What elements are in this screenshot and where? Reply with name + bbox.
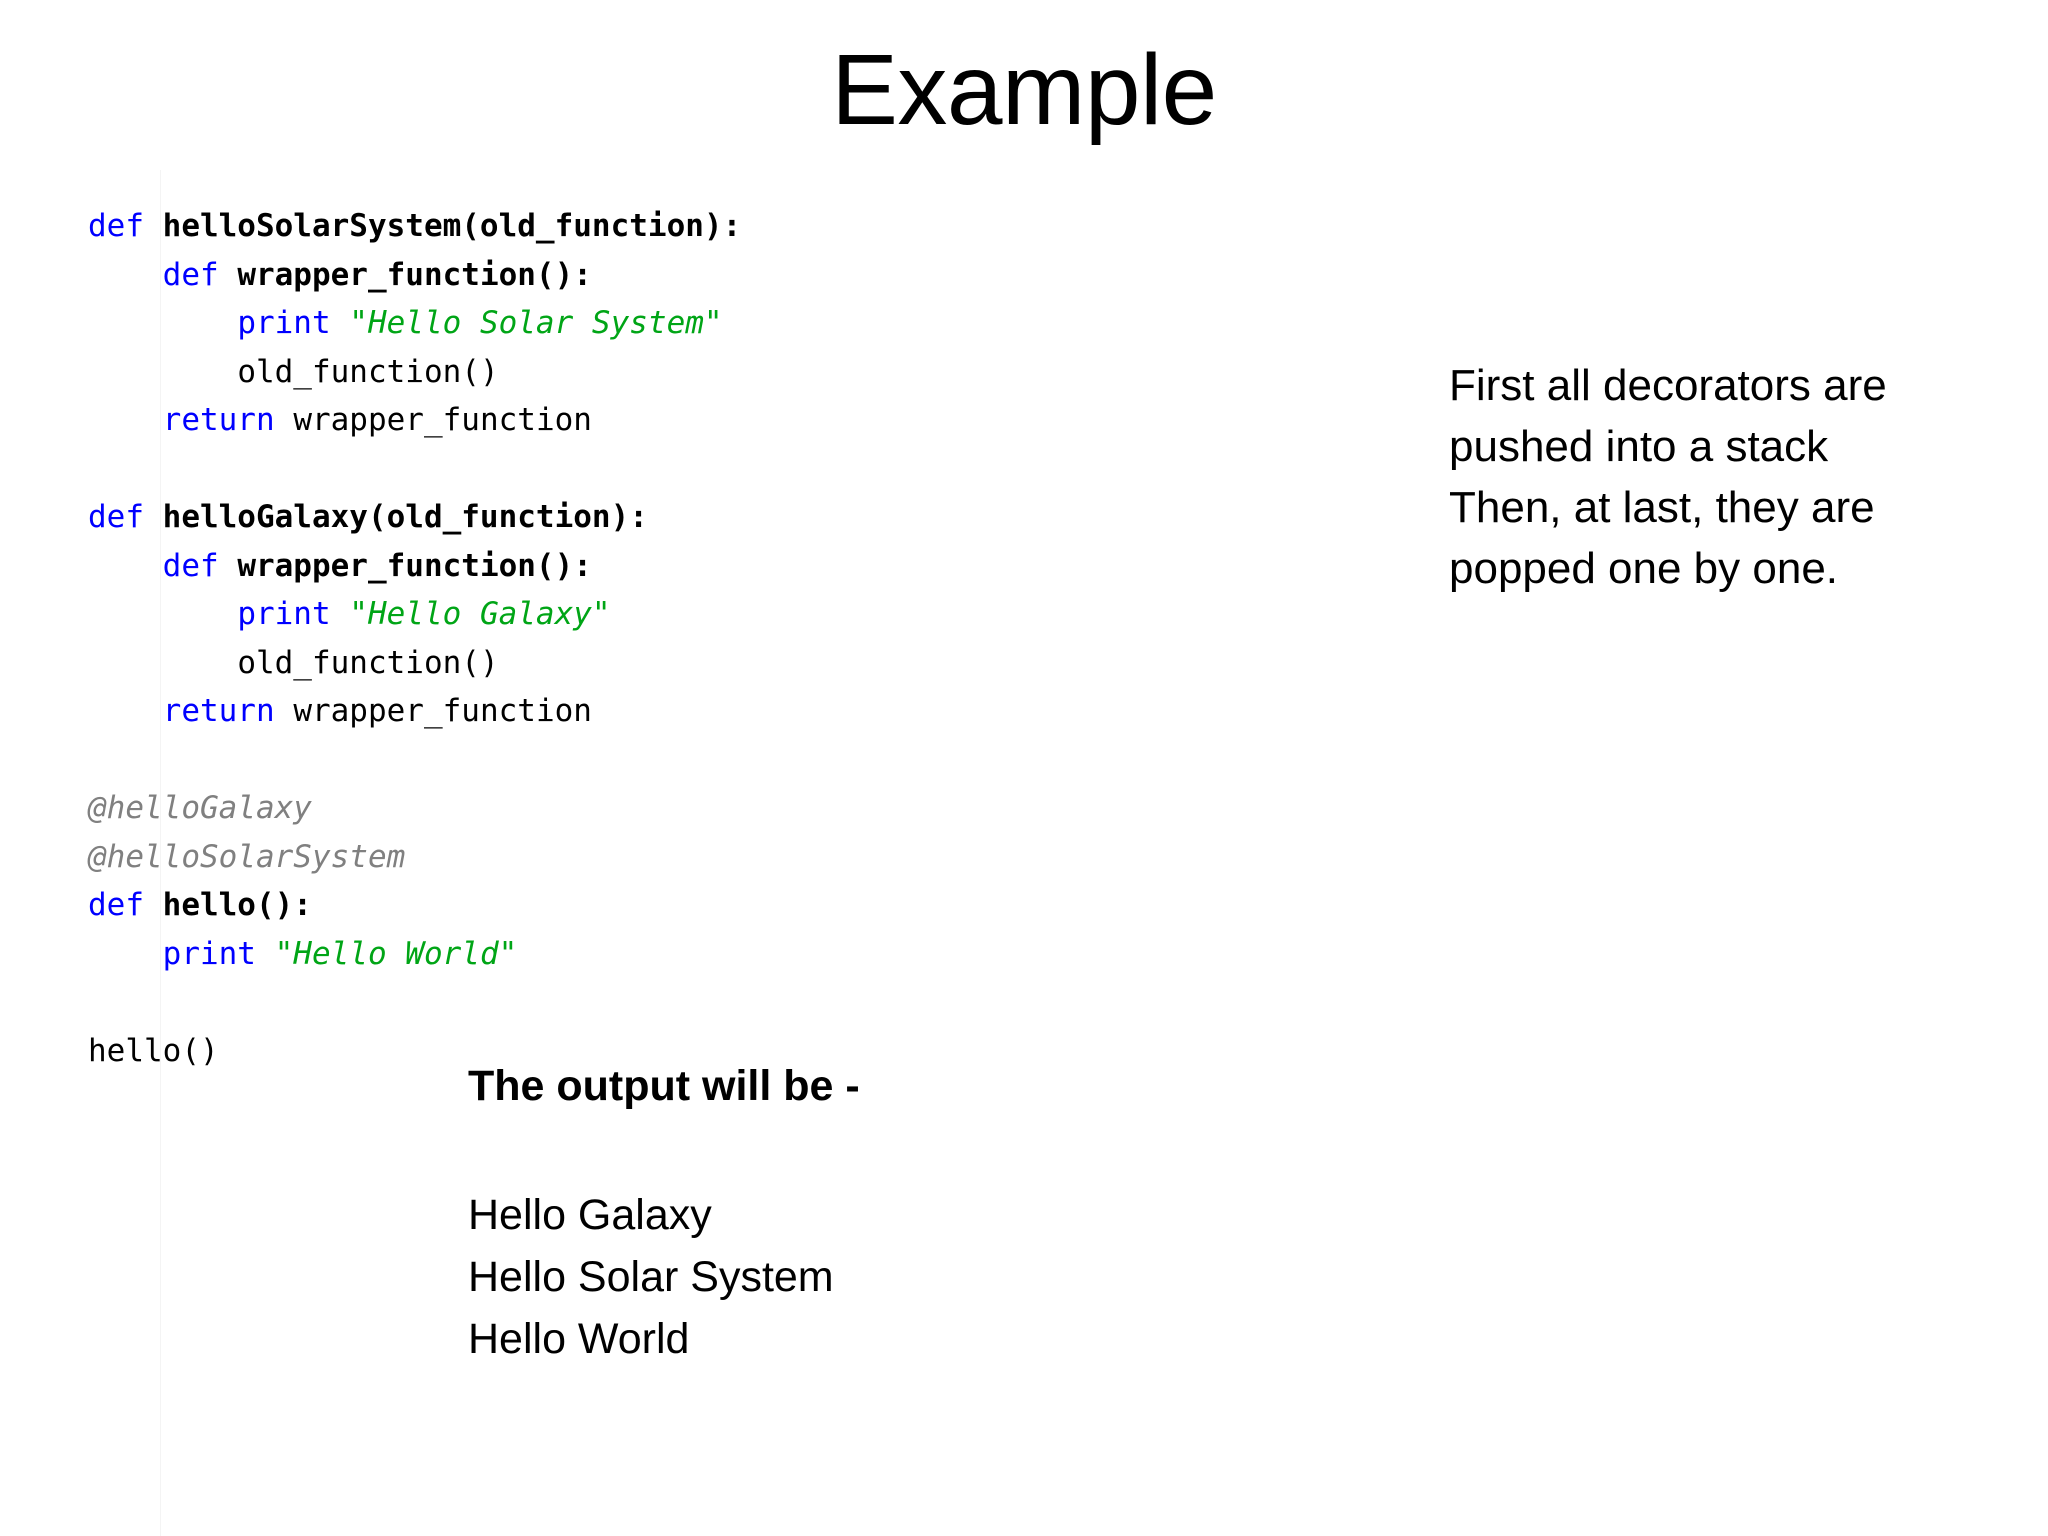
code-indent <box>88 693 163 729</box>
code-token-kw: print <box>237 596 350 632</box>
code-line: def wrapper_function(): <box>88 251 741 300</box>
note-line: Then, at last, they are <box>1449 483 1875 532</box>
note-line: pushed into a stack <box>1449 422 1829 471</box>
code-token-fname: hello(): <box>162 887 312 923</box>
code-line: old_function() <box>88 639 741 688</box>
code-token-fname: wrapper_function(): <box>237 547 592 584</box>
code-line: print "Hello Solar System" <box>88 299 741 348</box>
code-token-fname: helloSolarSystem(old_function): <box>162 208 742 244</box>
code-token-kw: print <box>237 305 350 341</box>
code-line: print "Hello World" <box>88 930 741 979</box>
code-token-kw: def <box>162 547 238 584</box>
code-blank-line <box>88 445 741 494</box>
code-token-kw: def <box>88 887 163 923</box>
code-token-fname: helloGalaxy(old_function): <box>162 499 648 535</box>
code-blank-line <box>88 736 741 785</box>
code-line: def wrapper_function(): <box>88 542 741 591</box>
code-indent <box>88 402 163 438</box>
code-token-plain: hello() <box>88 1032 219 1069</box>
code-token-plain: old_function() <box>237 353 499 390</box>
code-listing: def helloSolarSystem(old_function): def … <box>88 202 741 1075</box>
code-token-str: "Hello Solar System" <box>349 305 723 341</box>
code-indent <box>88 936 163 972</box>
note-line: First all decorators are <box>1449 361 1887 410</box>
output-heading: The output will be - <box>468 1062 860 1110</box>
page-title: Example <box>831 34 1217 146</box>
output-line: Hello Solar System <box>468 1253 834 1301</box>
code-token-kw: def <box>88 208 163 244</box>
code-indent <box>88 645 237 681</box>
code-token-deco: @helloGalaxy <box>88 790 312 826</box>
code-token-str: "Hello Galaxy" <box>349 596 611 632</box>
code-token-deco: @helloSolarSystem <box>88 838 406 875</box>
code-indent <box>88 305 237 341</box>
note-line: popped one by one. <box>1449 544 1839 593</box>
code-indent <box>88 596 237 632</box>
code-token-kw: def <box>162 256 238 293</box>
code-token-str: "Hello World" <box>274 935 518 972</box>
code-line: return wrapper_function <box>88 396 741 445</box>
explanation-note: First all decorators are pushed into a st… <box>1449 355 1969 599</box>
code-line: hello() <box>88 1027 741 1076</box>
code-token-plain: wrapper_function <box>293 693 592 729</box>
code-token-plain: old_function() <box>237 644 499 681</box>
code-line: return wrapper_function <box>88 687 741 736</box>
code-line: @helloGalaxy <box>88 784 741 833</box>
code-token-kw: print <box>162 935 275 972</box>
code-indent <box>88 257 163 293</box>
code-indent <box>88 354 237 390</box>
code-token-plain: wrapper_function <box>293 402 592 438</box>
code-line: @helloSolarSystem <box>88 833 741 882</box>
vertical-guide-line <box>160 170 161 1536</box>
code-token-fname: wrapper_function(): <box>237 256 592 293</box>
code-blank-line <box>88 978 741 1027</box>
code-token-kw: return <box>162 402 294 438</box>
code-indent <box>88 548 163 584</box>
code-token-kw: def <box>88 499 163 535</box>
output-line: Hello World <box>468 1315 690 1363</box>
code-token-kw: return <box>162 693 294 729</box>
output-line: Hello Galaxy <box>468 1191 712 1239</box>
code-line: def helloSolarSystem(old_function): <box>88 202 741 251</box>
code-line: old_function() <box>88 348 741 397</box>
code-line: def helloGalaxy(old_function): <box>88 493 741 542</box>
code-line: print "Hello Galaxy" <box>88 590 741 639</box>
code-line: def hello(): <box>88 881 741 930</box>
